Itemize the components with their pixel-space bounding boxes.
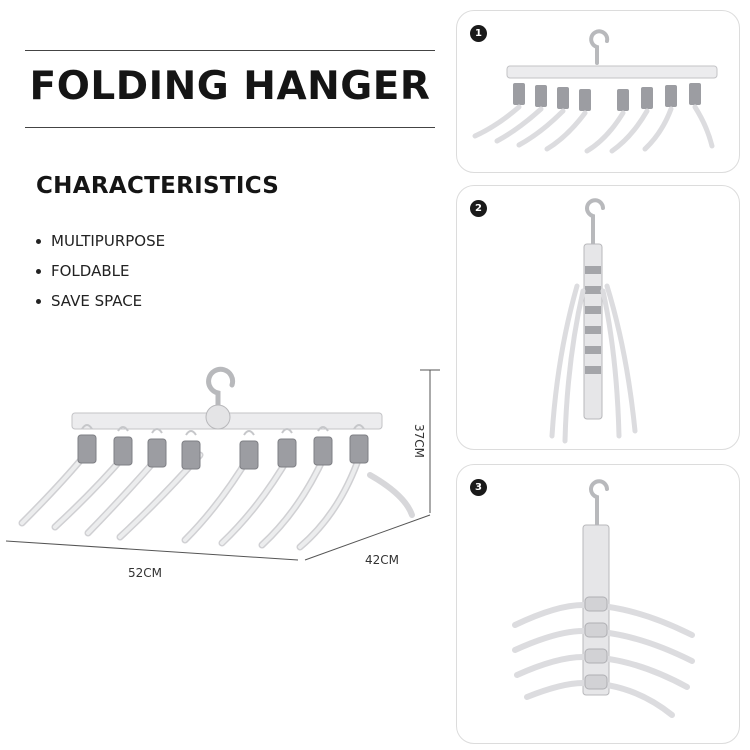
bullet-icon — [36, 298, 41, 304]
dimension-width: 52CM — [128, 566, 163, 580]
title-rule-bottom — [25, 127, 435, 128]
step-panel-1: 1 — [456, 10, 740, 173]
step-badge: 3 — [470, 479, 487, 496]
hanger-layered-image — [512, 479, 695, 718]
feature-label: SAVE SPACE — [51, 292, 143, 310]
title-rule-top — [25, 50, 435, 51]
hanger-folded-image — [549, 198, 638, 444]
step-badge: 2 — [470, 200, 487, 217]
characteristics-heading: CHARACTERISTICS — [36, 173, 280, 199]
feature-item: SAVE SPACE — [36, 286, 165, 316]
dimension-height: 37CM — [412, 424, 426, 459]
step-badge: 1 — [470, 25, 487, 42]
bullet-icon — [36, 268, 41, 274]
page-title: FOLDING HANGER — [29, 64, 431, 109]
step-panel-3: 3 — [456, 464, 740, 744]
feature-label: FOLDABLE — [51, 262, 130, 280]
bullet-icon — [36, 238, 41, 244]
feature-label: MULTIPURPOSE — [51, 232, 166, 250]
feature-list: MULTIPURPOSE FOLDABLE SAVE SPACE — [36, 226, 165, 316]
step-panel-2: 2 — [456, 185, 740, 450]
title-block: FOLDING HANGER — [25, 50, 435, 128]
hanger-illustration — [5, 366, 440, 561]
feature-item: MULTIPURPOSE — [36, 226, 165, 256]
dimension-depth: 42CM — [365, 553, 400, 567]
feature-item: FOLDABLE — [36, 256, 165, 286]
hanger-unfolded-image — [472, 29, 718, 154]
